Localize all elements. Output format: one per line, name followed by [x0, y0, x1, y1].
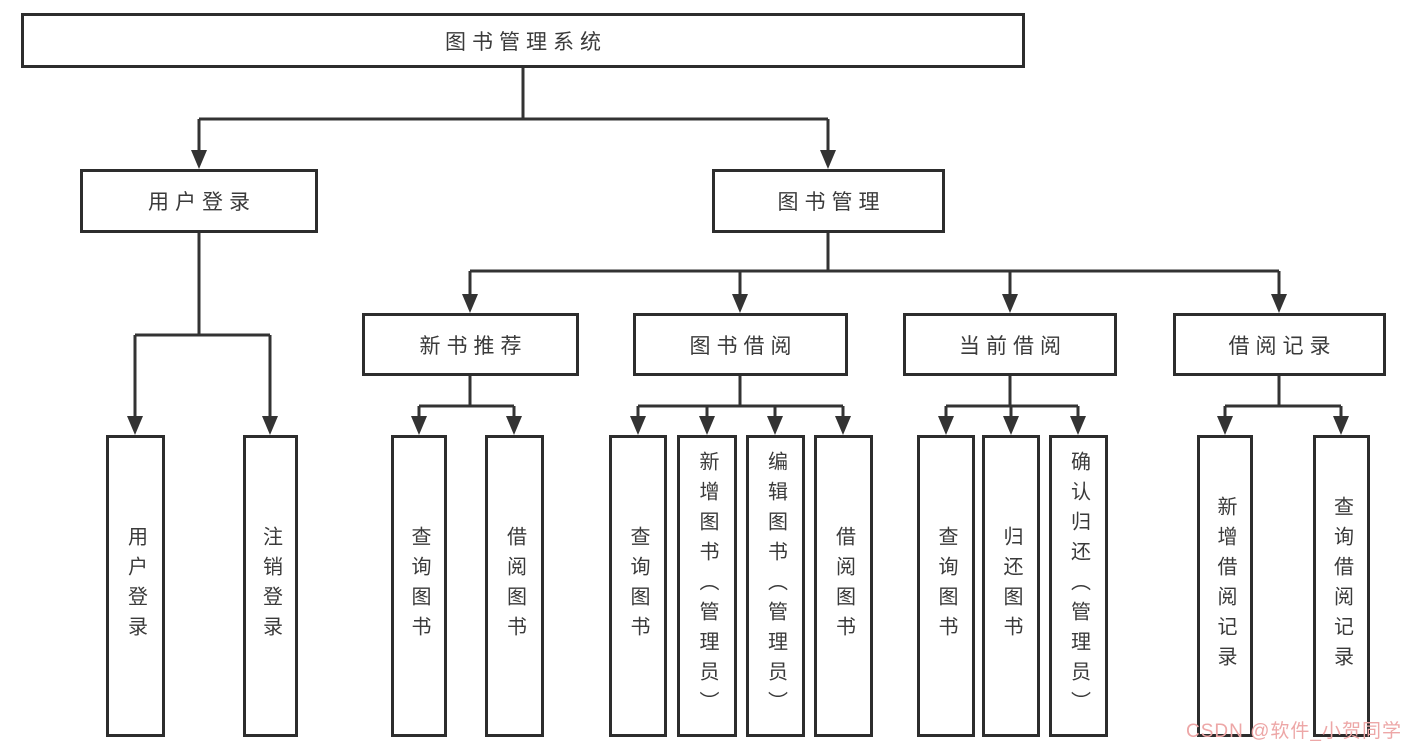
node-label: 图书管理系统	[445, 30, 607, 54]
node-label: 借阅记录	[1228, 334, 1337, 358]
leaf-borrowing-add-books-admin: 新增图书（管理员）	[677, 435, 737, 737]
node-label: 当前借阅	[959, 334, 1067, 358]
connector-newbook-to-leaves	[417, 376, 516, 420]
leaf-label: 确认归还（管理员）	[1067, 451, 1090, 721]
leaf-records-add-borrow-record: 新增借阅记录	[1197, 435, 1253, 737]
node-current-borrowing: 当前借阅	[903, 313, 1117, 376]
leaf-current-return-books: 归还图书	[982, 435, 1040, 737]
connector-bookmgmt-to-level3	[468, 233, 1281, 298]
connector-bookborrow-to-leaves	[636, 376, 845, 420]
leaf-current-confirm-return-admin: 确认归还（管理员）	[1049, 435, 1108, 737]
leaf-label: 查询图书	[935, 526, 957, 646]
leaf-borrowing-query-books: 查询图书	[609, 435, 667, 737]
connector-userlogin-to-leaves	[133, 233, 272, 420]
leaf-current-query-books: 查询图书	[917, 435, 975, 737]
node-label: 新书推荐	[419, 334, 528, 358]
leaf-logout-login: 注销登录	[243, 435, 298, 737]
node-label: 图书管理	[777, 191, 886, 214]
node-book-management: 图书管理	[712, 169, 945, 233]
leaf-borrowing-edit-books-admin: 编辑图书（管理员）	[746, 435, 805, 737]
connector-root-to-level2	[197, 68, 830, 154]
node-label: 用户登录	[148, 191, 256, 214]
leaf-label: 新增图书（管理员）	[696, 451, 718, 721]
leaf-label: 查询借阅记录	[1330, 496, 1353, 676]
node-label: 图书借阅	[689, 334, 798, 358]
node-book-borrowing: 图书借阅	[633, 313, 848, 376]
csdn-watermark: CSDN @软件_小贺同学	[1186, 721, 1402, 742]
leaf-label: 新增借阅记录	[1214, 496, 1236, 676]
leaf-label: 用户登录	[124, 526, 147, 646]
connector-borrowrec-to-leaves	[1223, 376, 1343, 420]
node-borrowing-records: 借阅记录	[1173, 313, 1386, 376]
node-library-management-system: 图书管理系统	[21, 13, 1025, 68]
leaf-newbook-borrow-books: 借阅图书	[485, 435, 544, 737]
node-user-login: 用户登录	[80, 169, 318, 233]
leaf-label: 借阅图书	[503, 526, 526, 646]
leaf-label: 借阅图书	[832, 526, 855, 646]
leaf-borrowing-borrow-books: 借阅图书	[814, 435, 873, 737]
leaf-label: 查询图书	[627, 526, 649, 646]
leaf-label: 注销登录	[259, 526, 282, 646]
leaf-records-query-borrow-record: 查询借阅记录	[1313, 435, 1370, 737]
leaf-label: 归还图书	[1000, 526, 1022, 646]
arrowheads	[127, 150, 1349, 435]
connector-curborrow-to-leaves	[944, 376, 1080, 420]
leaf-label: 查询图书	[408, 526, 430, 646]
leaf-label: 编辑图书（管理员）	[764, 451, 787, 721]
leaf-user-login: 用户登录	[106, 435, 165, 737]
node-new-book-recommendation: 新书推荐	[362, 313, 579, 376]
leaf-newbook-query-books: 查询图书	[391, 435, 447, 737]
